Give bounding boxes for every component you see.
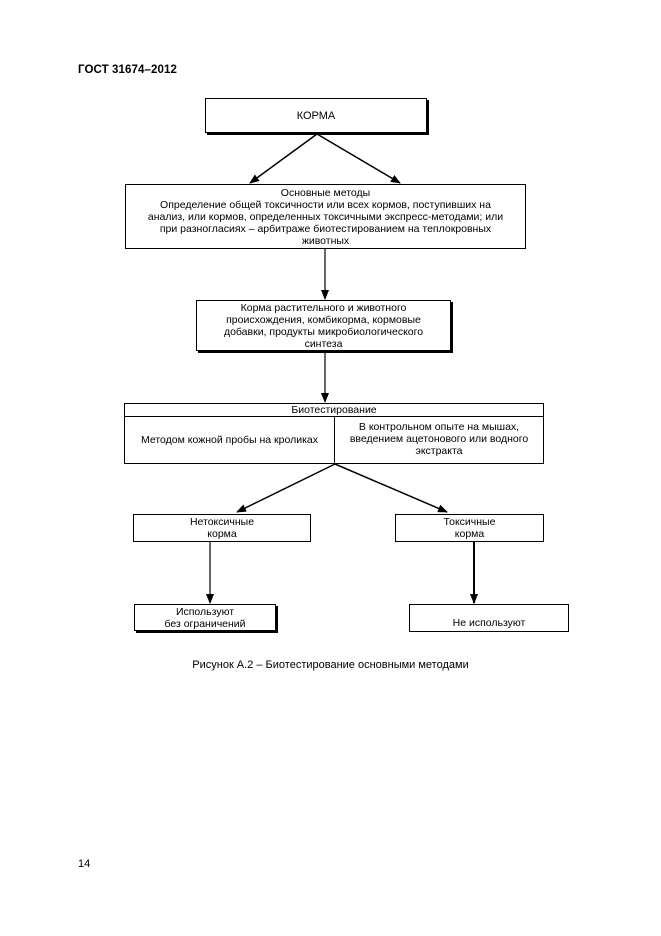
biotesting-title: Биотестирование bbox=[291, 404, 377, 416]
biotesting-header: Биотестирование bbox=[124, 403, 544, 417]
nouse-box: Не используют bbox=[409, 604, 569, 632]
methods-line: животных bbox=[301, 234, 350, 247]
toxic-box: Токсичные корма bbox=[395, 514, 544, 542]
biotesting-right-line: экстракта bbox=[415, 445, 463, 457]
nontoxic-line: корма bbox=[207, 528, 237, 540]
arrow-root-to-methods-left bbox=[249, 133, 318, 184]
use-line: без ограничений bbox=[164, 617, 246, 630]
arrow-root-to-methods-right bbox=[316, 133, 401, 184]
use-box: Используют без ограничений bbox=[134, 604, 276, 631]
biotesting-left-label: Методом кожной пробы на кроликах bbox=[141, 434, 318, 446]
toxic-line: корма bbox=[454, 528, 485, 540]
figure-caption: Рисунок А.2 – Биотестирование основными … bbox=[192, 659, 469, 671]
feeds-line: происхождения, комбикорма, кормовые bbox=[226, 313, 421, 326]
use-line: Используют bbox=[175, 605, 235, 618]
arrow-biotesting-to-nontoxic bbox=[236, 463, 336, 513]
feeds-line: Корма растительного и животного bbox=[240, 301, 407, 314]
methods-line: Определение общей токсичности или всех к… bbox=[160, 198, 491, 211]
feeds-line: добавки, продукты микробиологического bbox=[223, 325, 424, 338]
page-number: 14 bbox=[78, 858, 91, 870]
biotesting-left-cell: Методом кожной пробы на кроликах bbox=[124, 416, 335, 464]
methods-line: при разногласиях – арбитраже биотестиров… bbox=[159, 222, 492, 235]
methods-line: анализ, или кормов, определенных токсичн… bbox=[147, 210, 504, 223]
methods-box: Основные методы Определение общей токсич… bbox=[125, 184, 526, 249]
feeds-box: Корма растительного и животного происхож… bbox=[196, 300, 451, 351]
arrow-biotesting-to-toxic bbox=[334, 463, 448, 513]
biotesting-right-line: введением ацетонового или водного bbox=[349, 433, 529, 445]
methods-title: Основные методы bbox=[280, 186, 371, 199]
nontoxic-box: Нетоксичные корма bbox=[133, 514, 311, 542]
biotesting-right-cell: В контрольном опыте на мышах, введением … bbox=[334, 416, 544, 464]
document-code: ГОСТ 31674–2012 bbox=[78, 64, 178, 76]
root-label: КОРМА bbox=[296, 109, 336, 122]
toxic-line: Токсичные bbox=[443, 516, 496, 528]
biotesting-right-line: В контрольном опыте на мышах, bbox=[358, 421, 520, 433]
root-box: КОРМА bbox=[205, 98, 427, 133]
nouse-line: Не используют bbox=[452, 617, 526, 629]
feeds-line: синтеза bbox=[304, 337, 343, 350]
nontoxic-line: Нетоксичные bbox=[189, 516, 255, 528]
